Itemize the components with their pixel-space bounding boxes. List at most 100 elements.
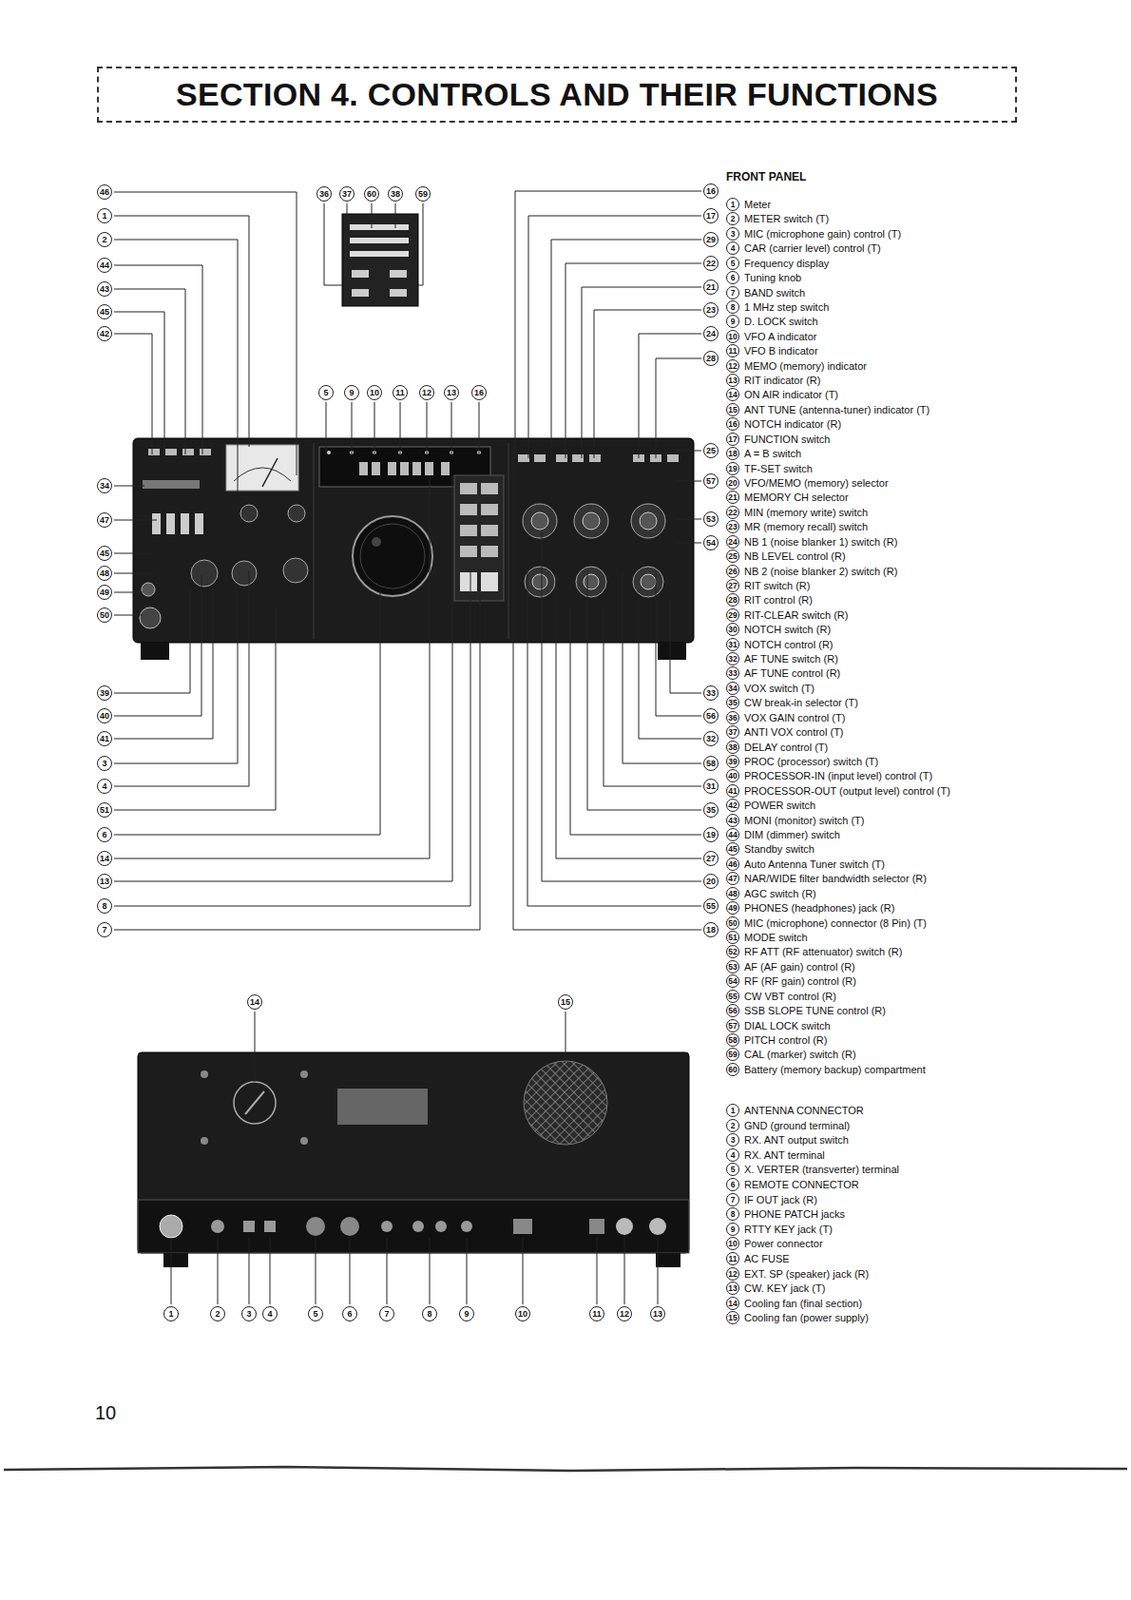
list-item: SSB SLOPE TUNE control (R) — [744, 1002, 886, 1018]
front-panel — [657, 642, 687, 660]
panel-switch — [152, 513, 161, 535]
callout-number: 19 — [703, 826, 719, 843]
callout-number: 7 — [96, 921, 113, 938]
list-number: 4 — [726, 241, 740, 255]
tuning-knob — [360, 523, 425, 589]
frequency-display — [440, 461, 450, 476]
rear-connector — [264, 1220, 276, 1232]
list-number: 23 — [726, 519, 740, 534]
rear-panel — [200, 1070, 209, 1078]
list-number: 24 — [726, 535, 740, 549]
leader-line — [325, 402, 327, 455]
rear-panel — [233, 1081, 276, 1124]
keypad — [480, 482, 499, 495]
meter — [226, 444, 299, 491]
list-number: 27 — [726, 578, 740, 593]
list-number: 50 — [726, 916, 740, 930]
callout-number: 53 — [703, 511, 719, 527]
list-item: PROC (processor) switch (T) — [744, 753, 879, 769]
list-number: 60 — [726, 1062, 740, 1076]
rear-panel — [245, 1091, 265, 1114]
list-item: PHONES (headphones) jack (R) — [744, 900, 895, 916]
leader-line — [351, 402, 353, 455]
control-knob — [524, 566, 556, 597]
list-item: VFO A indicator — [744, 328, 817, 345]
leader-line — [676, 542, 702, 544]
leader-line — [114, 333, 153, 455]
panel-switch — [194, 513, 204, 535]
control-knob — [574, 503, 609, 538]
list-number: 13 — [726, 373, 740, 387]
control-knob — [583, 574, 599, 590]
list-number: 2 — [726, 1118, 740, 1132]
scan-edge — [3, 1466, 1128, 1471]
panel-switch — [517, 454, 530, 462]
list-number: 14 — [726, 387, 740, 402]
leader-line — [622, 570, 702, 764]
leader-line — [451, 402, 453, 455]
list-item: PHONE PATCH jacks — [744, 1206, 845, 1222]
rear-panel — [137, 1052, 690, 1253]
leader-line — [676, 518, 702, 520]
frequency-display — [400, 461, 409, 476]
tuning-knob — [352, 516, 433, 596]
list-number: 34 — [726, 681, 740, 695]
list-item: RIT-CLEAR switch (R) — [744, 607, 848, 623]
section-title: SECTION 4. CONTROLS AND THEIR FUNCTIONS — [175, 76, 939, 114]
list-number: 6 — [726, 1177, 740, 1191]
callout-number: 27 — [703, 850, 719, 866]
inset-panel — [351, 269, 369, 278]
keypad — [460, 503, 478, 516]
front-panel — [133, 438, 694, 643]
rear-panel — [337, 1088, 428, 1125]
callout-number: 3 — [96, 755, 113, 771]
inset-panel — [342, 213, 419, 307]
keypad — [454, 475, 504, 601]
leader-line — [638, 598, 702, 739]
leader-line — [655, 570, 702, 716]
callout-number: 14 — [96, 850, 113, 866]
panel-switch — [148, 448, 160, 456]
leader-line — [114, 589, 191, 693]
list-number: 39 — [726, 754, 740, 768]
leader-line — [565, 263, 702, 459]
rear-connector — [589, 1218, 605, 1234]
leader-line — [676, 480, 702, 482]
list-item: 1 MHz step switch — [744, 299, 829, 315]
list-item: ANTENNA CONNECTOR — [744, 1102, 864, 1118]
inset-panel — [349, 237, 409, 244]
list-item: Auto Antenna Tuner switch (T) — [744, 856, 885, 872]
cooling-fan — [523, 1060, 608, 1145]
list-item: X. VERTER (transverter) terminal — [744, 1161, 900, 1177]
callout-number: 48 — [96, 565, 113, 581]
leader-line — [114, 575, 202, 716]
leader-line — [114, 475, 453, 882]
callout-number: 9 — [344, 384, 360, 401]
leader-line — [555, 570, 702, 859]
callout-number: 16 — [703, 183, 719, 199]
callout-number: 31 — [703, 778, 719, 794]
callout-number: 2 — [96, 231, 113, 248]
list-number: 55 — [726, 989, 740, 1003]
list-number: 35 — [726, 695, 740, 710]
control-knob — [287, 504, 306, 522]
rear-connector — [460, 1220, 473, 1232]
inset-panel — [342, 213, 419, 307]
rear-panel — [163, 1252, 189, 1267]
cooling-fan — [523, 1060, 608, 1145]
inset-panel — [349, 224, 409, 231]
list-number: 59 — [726, 1047, 740, 1061]
callout-number: 21 — [703, 279, 719, 295]
leader-line — [114, 485, 145, 487]
list-item: VOX switch (T) — [744, 680, 815, 696]
leader-line — [114, 311, 165, 455]
frequency-display — [359, 461, 368, 476]
callout-number: 47 — [96, 512, 113, 528]
leader-line — [114, 591, 381, 835]
tuning-knob — [371, 536, 382, 547]
control-knob — [639, 512, 657, 530]
leader-line — [324, 203, 343, 286]
list-number: 1 — [726, 197, 740, 211]
list-item: NB 2 (noise blanker 2) switch (R) — [744, 563, 898, 579]
